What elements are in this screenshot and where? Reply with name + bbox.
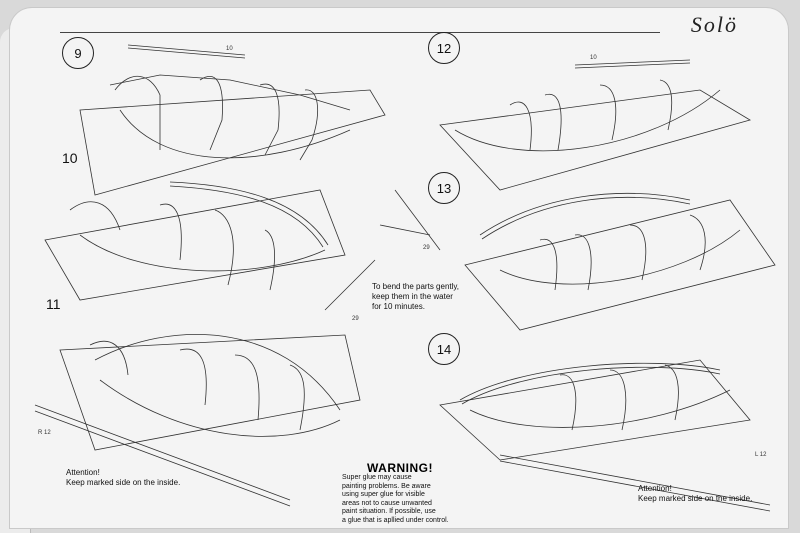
warning-line: areas not to cause unwanted <box>342 499 432 507</box>
step-10-drawing <box>44 181 346 301</box>
part-label-10: 10 <box>590 55 597 61</box>
header-rule-left <box>60 32 500 33</box>
warning-line: paint situation. If possible, use <box>342 508 436 516</box>
part-label-r12: R 12 <box>38 430 51 436</box>
step-13-badge: 13 <box>428 172 460 204</box>
bend-note-line: keep them in the water <box>372 292 453 301</box>
warning-title: WARNING! <box>367 461 433 475</box>
attention-text: Keep marked side on the inside. <box>66 478 181 487</box>
part-label-29: 29 <box>352 316 359 322</box>
part-label-l12: L 12 <box>755 452 767 458</box>
step-12-badge: 12 <box>428 32 460 64</box>
step-12-number: 12 <box>436 40 452 56</box>
step-13-drawing <box>324 189 776 331</box>
attention-text: Keep marked side on the inside. <box>638 494 753 503</box>
warning-body: Super glue may cause painting problems. … <box>342 474 472 526</box>
brand-logo: Solö <box>690 12 738 37</box>
step-9-number: 9 <box>74 45 82 61</box>
attention-note-left: Attention! Keep marked side on the insid… <box>66 468 180 488</box>
bend-note-line: for 10 minutes. <box>372 302 425 311</box>
step-10-number: 10 <box>62 150 78 166</box>
attention-note-right: Attention! Keep marked side on the insid… <box>638 484 752 504</box>
step-14-badge: 14 <box>428 333 460 365</box>
warning-line: a glue that is apllied under control. <box>342 516 449 524</box>
header-rule-right <box>500 32 660 33</box>
attention-heading: Attention! <box>66 468 100 477</box>
step-11-number: 11 <box>46 296 61 312</box>
step-14-drawing <box>439 359 771 512</box>
bend-note: To bend the parts gently, keep them in t… <box>372 282 492 312</box>
attention-heading: Attention! <box>638 484 672 493</box>
warning-line: using super glue for visible <box>342 491 425 499</box>
step-9-badge: 9 <box>62 37 94 69</box>
part-label-29: 29 <box>423 245 430 251</box>
step-13-number: 13 <box>436 180 452 196</box>
step-11-drawing <box>34 334 361 507</box>
step-9-drawing <box>79 44 386 196</box>
bend-note-line: To bend the parts gently, <box>372 282 460 291</box>
step-14-number: 14 <box>436 341 452 357</box>
step-12-drawing <box>439 59 752 191</box>
warning-line: Super glue may cause <box>342 474 412 481</box>
part-label-10: 10 <box>226 46 233 52</box>
warning-line: painting problems. Be aware <box>342 482 431 490</box>
